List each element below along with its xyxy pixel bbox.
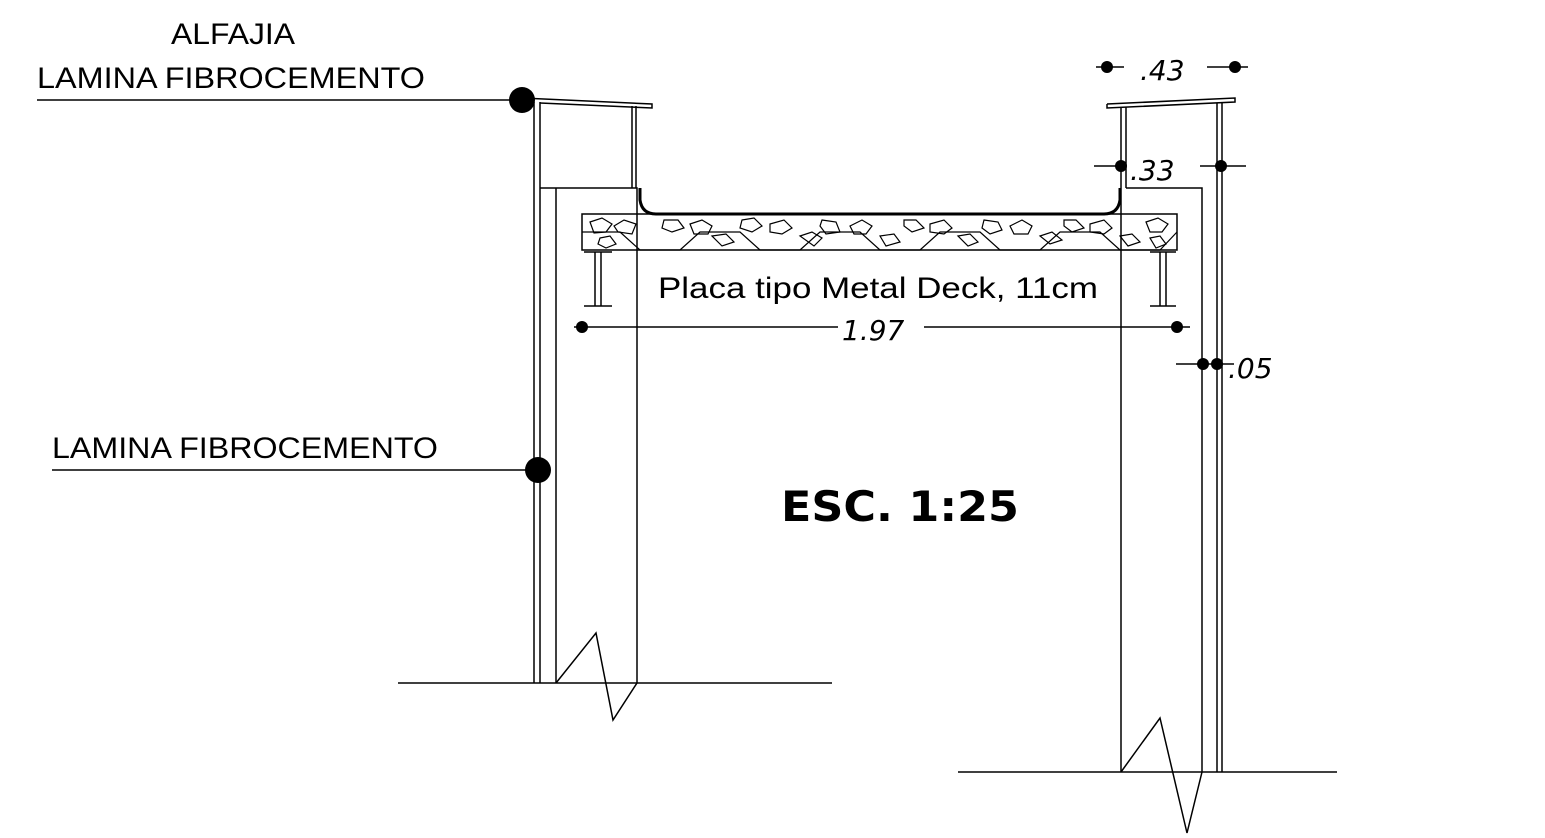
steel-beams — [584, 251, 1176, 307]
label-alfajia: ALFAJIA — [171, 18, 295, 51]
label-lamina-mid: LAMINA FIBROCEMENTO — [52, 432, 438, 465]
dim-span: 1.97 — [842, 314, 905, 347]
dimension-lines — [574, 61, 1248, 370]
dim-top-width: .43 — [1140, 54, 1185, 87]
dim-inner-width: .33 — [1130, 154, 1175, 187]
right-wall — [958, 97, 1337, 834]
label-slab: Placa tipo Metal Deck, 11cm — [658, 272, 1098, 305]
metal-deck-slab — [581, 188, 1178, 251]
label-lamina-top: LAMINA FIBROCEMENTO — [37, 62, 425, 95]
left-wall — [398, 97, 832, 722]
label-scale: ESC. 1:25 — [781, 482, 1019, 531]
dim-gap: .05 — [1228, 352, 1273, 385]
leader-lines — [37, 87, 551, 483]
